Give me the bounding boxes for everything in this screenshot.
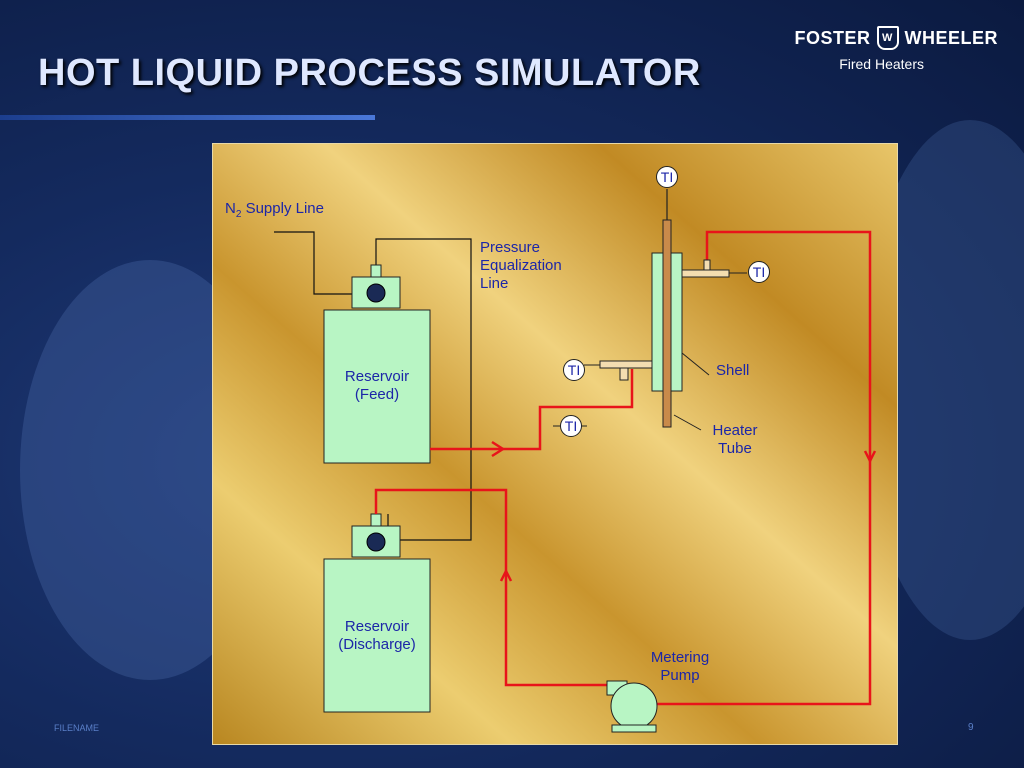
label-line: (Feed) xyxy=(354,386,400,403)
slide-title: HOT LIQUID PROCESS SIMULATOR xyxy=(38,52,701,94)
brand-right-word: WHEELER xyxy=(904,27,998,48)
footer-filename: FILENAME xyxy=(54,723,100,733)
pump-to-discharge-flow-line xyxy=(374,488,607,687)
label-line: Tube xyxy=(718,440,752,457)
reservoir-feed-label: Reservoir (Feed) xyxy=(324,368,430,404)
brand-subtitle: Fired Heaters xyxy=(839,56,924,72)
heater-tube-label: Heater Tube xyxy=(700,422,770,458)
diagram-canvas xyxy=(212,143,898,745)
downflow-arrow-icon xyxy=(863,450,877,464)
page-number: 9 xyxy=(968,722,974,733)
heater-tube-leader xyxy=(673,414,702,431)
shell-to-pump-flow-line xyxy=(657,230,872,706)
n2-supply-line xyxy=(274,231,352,295)
reservoir-feed-valve-knob xyxy=(366,283,386,303)
brand-logo: FOSTER W WHEELER Fired Heaters xyxy=(794,26,998,72)
reservoir-feed-vessel xyxy=(323,309,431,464)
ti-badge-top: TI xyxy=(656,166,678,188)
brand-left-word: FOSTER xyxy=(794,27,871,48)
label-line: Pump xyxy=(660,667,700,684)
label-line: Heater xyxy=(712,422,758,439)
upflow-arrow-icon xyxy=(499,568,513,582)
upper-fitting xyxy=(681,269,730,278)
label-line: (Discharge) xyxy=(338,636,416,653)
n2-subscript: 2 xyxy=(235,209,242,220)
lower-fitting xyxy=(599,360,653,369)
pressure-equalization-line-label: Pressure Equalization Line xyxy=(480,239,562,293)
reservoir-discharge-vessel xyxy=(323,558,431,713)
shell-leader xyxy=(681,352,710,376)
ti-badge-lower: TI xyxy=(563,359,585,381)
title-underline xyxy=(0,115,375,120)
upper-fitting-stem xyxy=(703,259,711,271)
lower-fitting-stem xyxy=(619,367,629,381)
label-line: Equalization xyxy=(480,257,562,274)
label-line: Pressure xyxy=(480,239,541,256)
label-line: Metering xyxy=(650,649,710,666)
heater-tube xyxy=(662,219,672,428)
ti-badge-inlet: TI xyxy=(560,415,582,437)
label-line: Line xyxy=(480,275,509,292)
process-diagram: N2 Supply Line Pressure Equalization Lin… xyxy=(212,143,898,745)
n2-supply-text: Supply Line xyxy=(241,200,324,217)
metering-pump-body xyxy=(610,682,658,730)
reservoir-feed-nozzle xyxy=(370,264,382,278)
feed-flow-arrow-icon xyxy=(491,440,506,458)
n2-supply-line-label: N2 Supply Line xyxy=(225,200,324,224)
reservoir-discharge-label: Reservoir (Discharge) xyxy=(324,618,430,654)
pump-base xyxy=(611,724,657,733)
ti-badge-upper-right: TI xyxy=(748,261,770,283)
diagram-background xyxy=(212,143,898,745)
label-line: Reservoir xyxy=(344,618,410,635)
reservoir-discharge-nozzle xyxy=(370,513,382,527)
metering-pump-label: Metering Pump xyxy=(640,649,720,685)
n2-symbol: N xyxy=(225,200,236,217)
reservoir-discharge-valve-knob xyxy=(366,532,386,552)
label-line: Reservoir xyxy=(344,368,410,385)
shell-label: Shell xyxy=(716,362,750,379)
fw-shield-logo-icon: W xyxy=(876,26,899,50)
